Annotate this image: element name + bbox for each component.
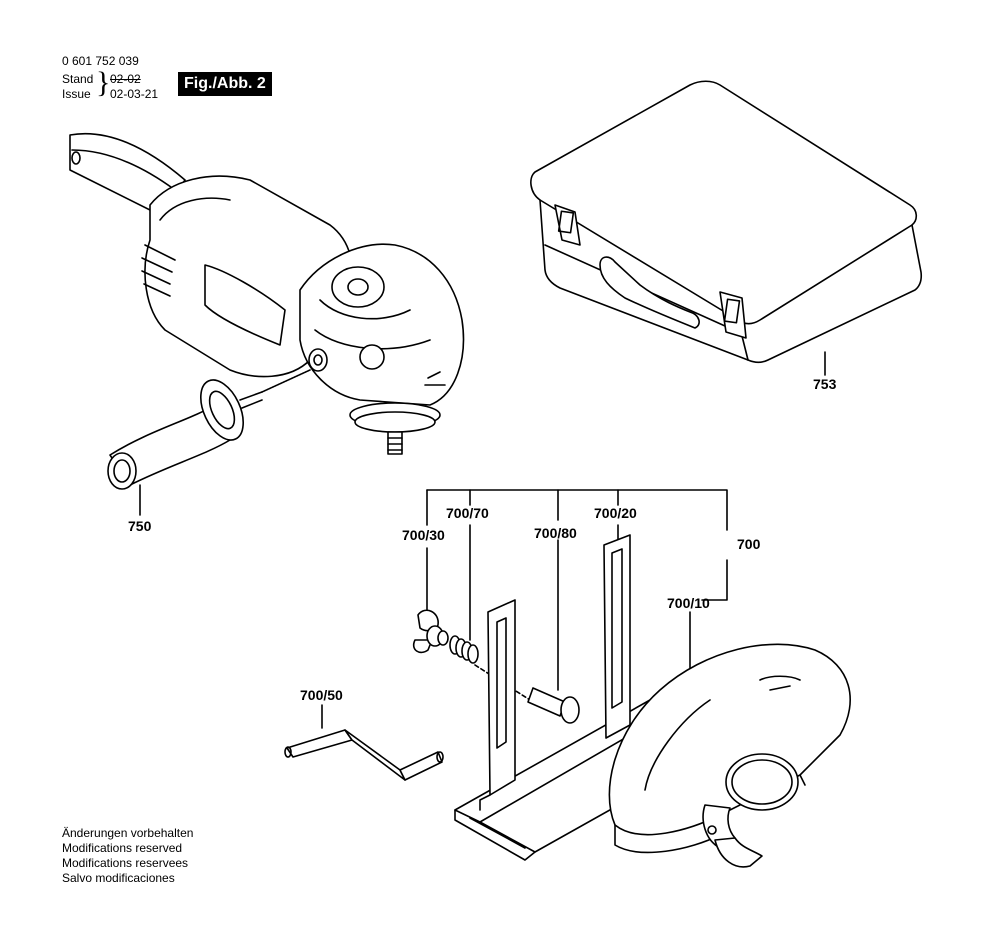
modification-notice: Änderungen vorbehalten Modifications res… [62,826,193,886]
callout-700-80: 700/80 [534,525,577,541]
spring [449,635,479,664]
notice-line: Modifications reserved [62,841,183,855]
notice-line: Modifications reservees [62,856,189,870]
side-handle [107,369,311,516]
wing-nut [412,609,449,654]
notice-line: Änderungen vorbehalten [62,826,194,840]
issue-label: Issue [62,87,91,101]
angle-grinder [69,133,465,455]
notice-line: Salvo modificaciones [62,871,175,885]
callout-700-70: 700/70 [446,505,489,521]
stand-label: Stand [62,72,94,86]
hex-key [284,729,444,781]
callout-700-10: 700/10 [667,595,710,611]
callout-700-30: 700/30 [402,527,445,543]
cutting-guard [608,643,851,868]
carrying-case [530,80,923,376]
brace-glyph: } [96,66,111,99]
callout-700-50: 700/50 [300,687,343,703]
callout-700-20: 700/20 [594,505,637,521]
assembly-bracket [426,489,728,601]
stand-date: 02-02 [110,72,141,86]
callout-753: 753 [813,376,837,392]
carriage-bolt [527,687,580,724]
part-number: 0 601 752 039 [62,54,139,68]
callout-750: 750 [128,518,152,534]
issue-date: 02-03-21 [110,87,159,101]
callout-700: 700 [737,536,761,552]
figure-label: Fig./Abb. 2 [178,72,272,96]
